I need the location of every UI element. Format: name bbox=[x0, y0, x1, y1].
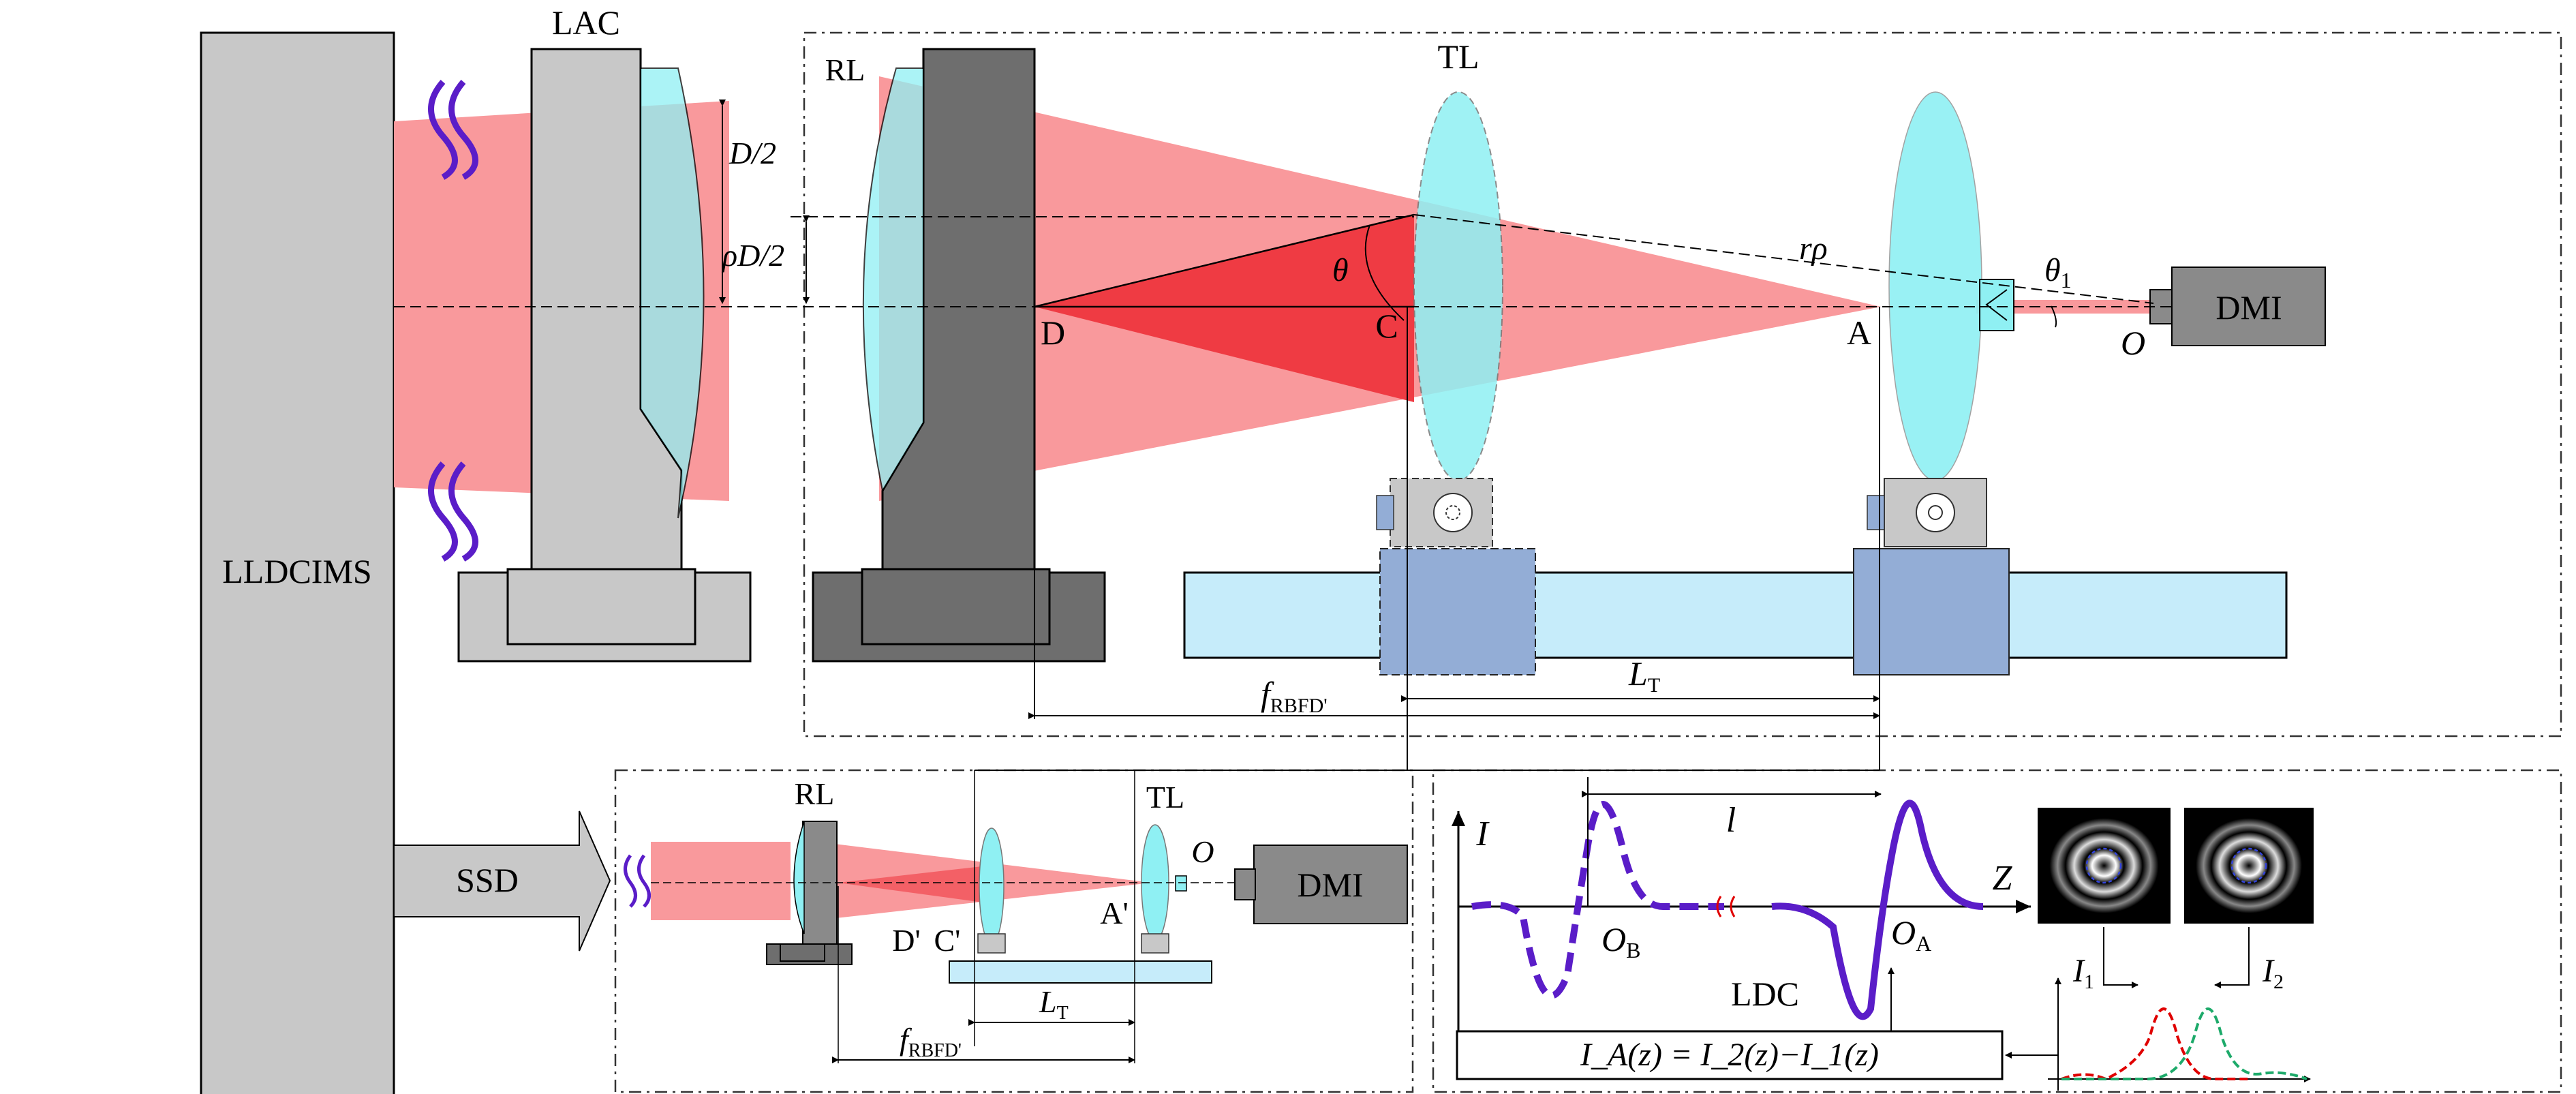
lac-label: LAC bbox=[552, 3, 620, 42]
a-lens bbox=[1888, 91, 1982, 481]
small-dmi-neck bbox=[1234, 868, 1256, 900]
d-to-c-top bbox=[1034, 213, 1415, 308]
r-rho-label: rρ bbox=[1799, 230, 1828, 267]
ldc-label: LDC bbox=[1731, 975, 1799, 1013]
ob-curve bbox=[1471, 801, 1724, 999]
bottom-middle-frame bbox=[614, 769, 1414, 1093]
bottom-right-frame bbox=[1432, 769, 2562, 1093]
point-a-label: A bbox=[1847, 314, 1871, 352]
dmi-dashed-line bbox=[1413, 214, 2154, 304]
formula-box bbox=[1456, 1030, 2004, 1080]
small-c-mount bbox=[977, 933, 1006, 954]
small-rl-lens bbox=[793, 821, 805, 935]
rail bbox=[1183, 571, 2288, 659]
ring-image-2 bbox=[2184, 808, 2314, 924]
lldcims-block bbox=[200, 31, 395, 1094]
z-axis-label: Z bbox=[1993, 859, 2013, 898]
point-o-label: O bbox=[2121, 324, 2145, 362]
a-carriage bbox=[1853, 548, 2010, 675]
i2-label: I2 bbox=[2262, 953, 2284, 993]
small-dark-beam bbox=[838, 866, 988, 903]
ring-image-2-marker bbox=[2230, 847, 2267, 884]
small-c-lens bbox=[979, 827, 1005, 945]
small-tl-label: TL bbox=[1146, 780, 1184, 815]
ssd-arrow bbox=[393, 810, 611, 952]
small-a-mount bbox=[1141, 933, 1169, 954]
theta1-label: θ1 bbox=[2044, 252, 2072, 292]
top-right-frame bbox=[803, 31, 2562, 738]
tl-mount-screw bbox=[1376, 495, 1394, 530]
l-label: l bbox=[1726, 801, 1736, 840]
rho-d-half-label: ρD/2 bbox=[721, 238, 784, 273]
f-rbfd-label: fRBFD' bbox=[1261, 675, 1328, 717]
lac-base-inner bbox=[506, 568, 696, 645]
i2-connector bbox=[2214, 927, 2250, 988]
dmi-label: DMI bbox=[2215, 288, 2282, 326]
small-rl-label: RL bbox=[795, 776, 835, 811]
tl-mount-center bbox=[1445, 505, 1460, 520]
profile-curve-i1 bbox=[2061, 1007, 2249, 1081]
corner-cube-mark bbox=[1985, 289, 2008, 321]
tl-carriage bbox=[1379, 548, 1536, 675]
ring-image-1-marker bbox=[2085, 847, 2122, 884]
dmi-beam bbox=[1976, 300, 2174, 314]
break-marks bbox=[1716, 896, 1736, 917]
formula-text: I_A(z) = I_2(z)−I_1(z) bbox=[1580, 1037, 1879, 1073]
lac-lens bbox=[640, 67, 705, 519]
small-d-prime-label: D' bbox=[892, 923, 921, 958]
small-f-label: fRBFD' bbox=[900, 1022, 962, 1061]
tl-lens bbox=[1413, 91, 1503, 481]
profile-curve-i2 bbox=[2061, 1007, 2307, 1080]
i-axis-label: I bbox=[1475, 815, 1490, 853]
small-o-label: O bbox=[1191, 834, 1214, 869]
ring-image-1 bbox=[2038, 808, 2171, 924]
ssd-label: SSD bbox=[456, 861, 519, 899]
dark-beam-cone bbox=[1034, 215, 1414, 402]
small-lt-label: LT bbox=[1039, 984, 1069, 1024]
small-wave-symbol bbox=[624, 854, 651, 908]
lldcims-label: LLDCIMS bbox=[222, 552, 371, 590]
i1-connector bbox=[2103, 927, 2138, 988]
theta1-arc bbox=[2051, 305, 2057, 328]
a-mount-screw bbox=[1867, 495, 1885, 530]
a-mount-center bbox=[1928, 505, 1943, 520]
small-a-prime-label: A' bbox=[1100, 896, 1129, 930]
small-rl-housing bbox=[802, 821, 838, 945]
point-d-label: D bbox=[1041, 314, 1065, 352]
small-dmi-label: DMI bbox=[1297, 866, 1363, 904]
point-c-label: C bbox=[1375, 307, 1398, 345]
dmi-box bbox=[2171, 267, 2326, 346]
oa-label: OA bbox=[1891, 913, 1931, 956]
theta-label: θ bbox=[1332, 252, 1349, 288]
rl-lens bbox=[862, 67, 924, 493]
small-rl-base-inner bbox=[780, 943, 825, 962]
tl-label: TL bbox=[1437, 37, 1479, 76]
ob-label: OB bbox=[1601, 920, 1640, 962]
theta-arc bbox=[1364, 224, 1405, 321]
wave-symbol-top bbox=[428, 80, 478, 180]
small-input-beam bbox=[651, 842, 791, 920]
i1-label: I1 bbox=[2072, 953, 2094, 993]
rl-base-inner bbox=[861, 568, 1051, 645]
oa-curve bbox=[1771, 800, 1984, 1020]
small-dmi-box bbox=[1253, 845, 1408, 924]
rl-label: RL bbox=[825, 52, 865, 87]
lt-label: LT bbox=[1628, 654, 1660, 697]
small-corner-cube bbox=[1175, 875, 1187, 892]
tl-mount-knob bbox=[1433, 493, 1473, 532]
wave-symbol-bottom bbox=[428, 461, 478, 562]
corner-cube bbox=[1979, 279, 2014, 331]
d-half-label: D/2 bbox=[729, 136, 776, 170]
small-c-prime-label: C' bbox=[934, 923, 961, 958]
a-mount-knob bbox=[1916, 493, 1955, 532]
small-rail bbox=[949, 960, 1212, 984]
